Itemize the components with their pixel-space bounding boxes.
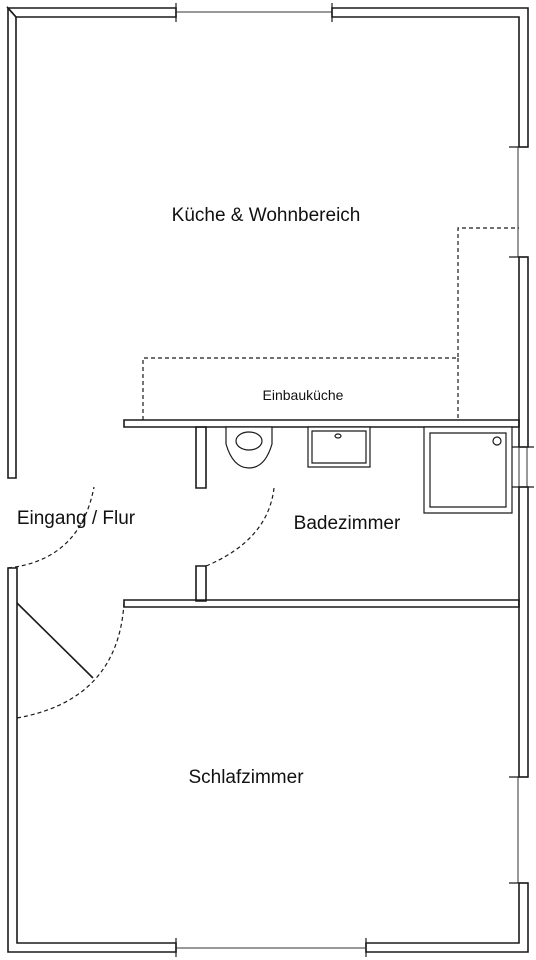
label-kitchen-living: Küche & Wohnbereich <box>172 205 361 226</box>
bath-left-wall-upper <box>196 427 206 488</box>
kitchen-counter-outline <box>143 228 519 420</box>
bathroom-door-swing <box>206 488 274 566</box>
bath-bedroom-wall <box>124 600 519 607</box>
entrance-door <box>8 487 94 568</box>
top-wall-right <box>332 8 528 147</box>
label-bathroom: Badezimmer <box>294 513 401 534</box>
bottom-wall-left <box>8 568 176 952</box>
outer-walls <box>8 3 534 957</box>
shower-tray <box>424 427 512 513</box>
washbasin <box>308 427 370 467</box>
toilet <box>226 427 272 468</box>
right-wall-bedroom <box>519 487 528 777</box>
left-wall-upper <box>8 8 16 478</box>
right-wall-kitchen <box>519 257 528 447</box>
right-wall-bottom <box>366 883 528 952</box>
bedroom-door <box>17 603 124 718</box>
top-wall-left <box>8 8 176 17</box>
kitchen-bath-wall <box>124 420 519 427</box>
label-fitted-kitchen: Einbauküche <box>263 387 344 403</box>
label-bedroom: Schlafzimmer <box>188 767 304 788</box>
bath-left-wall-lower <box>196 566 206 601</box>
label-entrance-hall: Eingang / Flur <box>17 508 136 529</box>
